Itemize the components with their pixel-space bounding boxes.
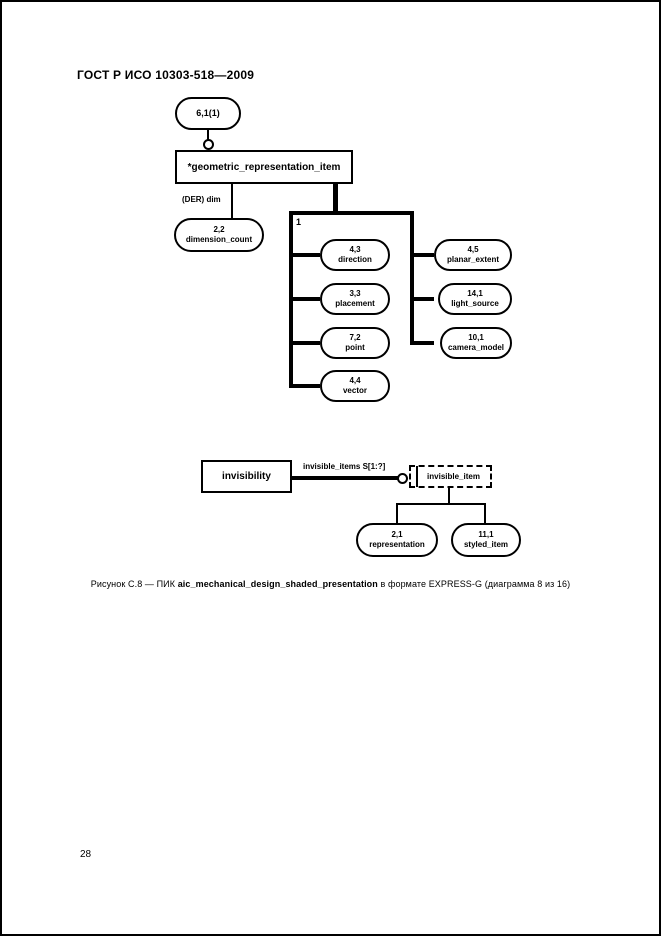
oval-ref: 2,1 [391,529,403,539]
oval-label: placement [335,299,375,308]
figure-caption: Рисунок С.8 — ПИК aic_mechanical_design_… [2,579,659,589]
subtype-stub-line [293,297,320,301]
subtype-stub-line [414,253,434,257]
connector-line [396,503,486,505]
relation-circle [203,139,214,150]
oval-label: vector [342,386,367,395]
oval-vector: 4,4 vector [320,370,390,402]
oval-planar-extent: 4,5 planar_extent [434,239,512,271]
oval-ref: 4,3 [349,244,361,254]
oval-label: camera_model [447,343,505,352]
select-type-bar [416,466,418,487]
oval-ref: 4,5 [467,244,479,254]
connector-line [207,130,209,141]
caption-suffix: в формате EXPRESS-G (диаграмма 8 из 16) [377,579,571,589]
entity-invisibility: invisibility [201,460,292,493]
oval-ref: 4,4 [349,375,361,385]
oval-label: representation [369,540,425,549]
connector-line [396,503,398,524]
bracket-top-line [289,211,414,215]
connector-line [448,488,450,504]
subtype-stub-line [293,384,320,388]
entity-label: *geometric_representation_item [187,161,341,173]
select-type-invisible-item: invisible_item [409,465,492,488]
oval-label: styled_item [463,540,509,549]
oval-label: point [345,343,365,352]
oval-ref: 3,3 [349,288,361,298]
group-label: 1 [296,217,302,227]
relation-label: invisible_items S[1:?] [303,462,386,471]
bracket-left-rail [289,211,293,388]
caption-schema-name: aic_mechanical_design_shaded_presentatio… [177,579,378,589]
oval-styled-item: 11,1 styled_item [451,523,521,557]
oval-ref: 14,1 [467,288,483,298]
connector-line [484,503,486,524]
subtype-stub-line [414,297,434,301]
subtype-stub-line [293,253,320,257]
caption-prefix: Рисунок С.8 — ПИК [90,579,178,589]
oval-light-source: 14,1 light_source [438,283,512,315]
oval-direction: 4,3 direction [320,239,390,271]
attribute-line [231,184,233,219]
page-ref-oval: 6,1(1) [175,97,241,130]
page-number: 28 [80,849,92,860]
page-ref-label: 6,1(1) [196,107,220,118]
supertype-stem-line [333,184,338,214]
oval-label: light_source [451,299,499,308]
oval-label: planar_extent [446,255,500,264]
oval-ref: 2,2 [213,224,225,234]
entity-label: invisibility [222,471,271,482]
select-type-label: invisible_item [427,472,480,481]
subtype-stub-line [293,341,320,345]
der-attribute-label: (DER) dim [182,195,221,204]
oval-point: 7,2 point [320,327,390,359]
oval-ref: 7,2 [349,332,361,342]
oval-ref: 10,1 [468,332,484,342]
oval-label: direction [338,255,372,264]
oval-ref: 11,1 [478,529,494,539]
oval-representation: 2,1 representation [356,523,438,557]
oval-label: dimension_count [185,235,253,244]
subtype-stub-line [414,341,434,345]
relation-line [292,476,398,480]
bracket-right-rail [410,211,414,345]
document-header: ГОСТ Р ИСО 10303-518—2009 [77,68,255,82]
oval-placement: 3,3 placement [320,283,390,315]
oval-dimension-count: 2,2 dimension_count [174,218,264,252]
relation-circle [397,473,408,484]
oval-camera-model: 10,1 camera_model [440,327,512,359]
entity-geometric-representation-item: *geometric_representation_item [175,150,353,184]
